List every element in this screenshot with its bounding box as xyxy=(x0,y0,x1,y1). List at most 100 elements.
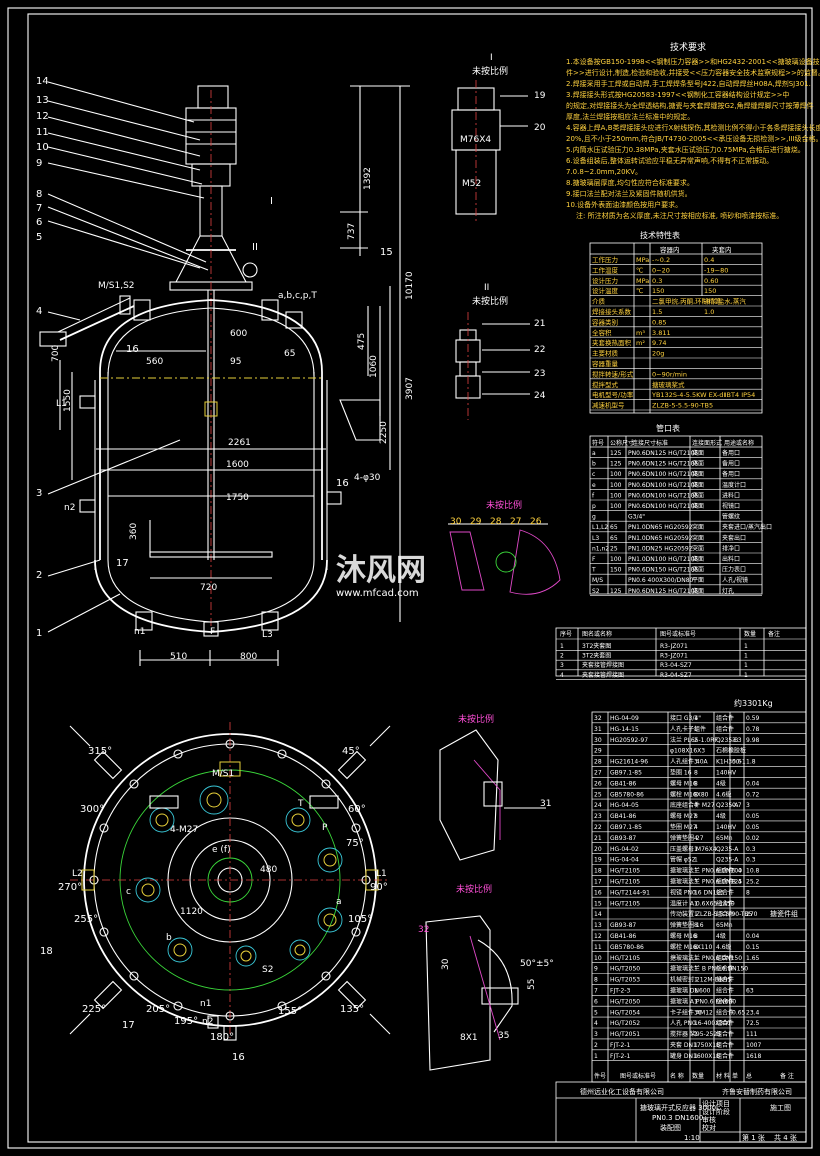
bom-cell: 0.15 xyxy=(746,944,760,951)
bom-cell: 0.3 xyxy=(746,846,756,853)
bom-cell: 8 xyxy=(694,933,698,940)
bom-weight: 约3301Kg xyxy=(734,698,773,708)
bom-cell: HG/T2105 xyxy=(610,879,640,886)
tech-cell: 0~20 xyxy=(652,266,670,274)
detail-title: II xyxy=(484,283,489,293)
elevation-view xyxy=(39,81,410,666)
ref-cell: 4 xyxy=(560,672,564,679)
tech-cell: 150 xyxy=(704,287,716,295)
bom-cell: 0.02 xyxy=(746,835,760,842)
bom-cell: 4级 xyxy=(716,779,726,787)
bom-cell: 1 xyxy=(694,1020,698,1027)
nozzle-cell: 突面 xyxy=(692,449,704,457)
detail-title: I xyxy=(490,53,493,63)
tech-cell: YB132S-4-5.5KW EX-dⅡBT4 IP54 xyxy=(651,391,755,399)
bom-cell: GB41-86 xyxy=(610,933,636,940)
bom-cell: 人孔组件 40A xyxy=(670,758,709,766)
bom-cell: 组合件 xyxy=(716,714,734,722)
nozzle-label: a,b,c,p,T xyxy=(278,291,317,301)
nozzle-cell: c xyxy=(592,471,595,478)
nozzle-cell: n1,n2 xyxy=(592,545,609,552)
bom-cell: 组合件 xyxy=(716,997,734,1005)
ref-cell: 1 xyxy=(744,672,748,679)
nozzle-cell: 备用口 xyxy=(722,460,740,468)
bom-cell: 组合件 xyxy=(716,725,734,733)
nozzle-cell: PN0.6DN150 HG/T2105 xyxy=(628,567,698,574)
dim: 1600 xyxy=(226,460,249,470)
bom-cell: 机械密封 212M-DN95 xyxy=(670,976,732,984)
nozzle-cell: 突面 xyxy=(692,534,704,542)
nozzle-cell: 100 xyxy=(610,503,622,510)
bom-cell: 弹簧垫圈 16 xyxy=(670,921,704,929)
company-right: 齐鲁安替制药有限公司 xyxy=(722,1087,792,1096)
tech-cell: 工作温度 xyxy=(592,265,619,274)
part-label: 1 xyxy=(36,628,42,639)
bom-cell: 罐身 DN1600X16 xyxy=(670,1052,720,1060)
tech-cell: ZLZB-5-5.5-90-TB5 xyxy=(652,402,713,410)
bom-cell: 1 xyxy=(694,966,698,973)
dim: 360 xyxy=(129,523,139,540)
nozzle-cell: PN1.0DN65 HG20592 xyxy=(628,524,693,531)
tech-chars-table: 技术特性表 容器内 夹套内 xyxy=(640,230,732,254)
bom-cell: 搪玻璃法兰 PN0.6 DN150 xyxy=(670,954,742,962)
bom-cell: 8 xyxy=(594,977,598,984)
bom-cell: 14 xyxy=(594,911,602,918)
ref-cell: R3-JZ071 xyxy=(660,643,688,650)
bom-cell: 140HV xyxy=(716,824,737,831)
tech-cell: 电机型号/功率 xyxy=(592,390,634,399)
title-row: 审核 xyxy=(702,1115,716,1124)
detail-note: 未按比例 xyxy=(486,499,522,511)
bom-cell: 1 xyxy=(594,1053,598,1060)
part-label: 12 xyxy=(36,111,49,122)
part-label: 3 xyxy=(36,488,42,499)
drawing-type: 装配图 xyxy=(660,1123,681,1132)
plan-view xyxy=(69,722,391,1041)
bom-cell: 26 xyxy=(594,780,602,787)
nozzle-cell: g xyxy=(592,514,596,521)
plan-angle-labels: 315° 45° 300° 60° 75° 270° 90° 255° 105°… xyxy=(58,746,388,1043)
bom-cell: 1 xyxy=(694,911,698,918)
bom-cell: 65Mn xyxy=(716,922,733,929)
bom-cell: 1 xyxy=(694,846,698,853)
bom-cell: 16 xyxy=(594,889,602,896)
bom-cell: 1 xyxy=(694,715,698,722)
plan-labels: M/S1 4-M27 T P e (f) L2 L1 c a b S2 n1 n… xyxy=(40,769,387,1063)
nozzle-cell: 备用口 xyxy=(722,470,740,478)
bom-cell: 10.8 xyxy=(746,868,760,875)
table-title: 技术特性表 xyxy=(640,230,680,240)
part-label: 8 xyxy=(36,189,42,200)
title-row: 校对 xyxy=(702,1123,716,1132)
tech-cell: 0.60 xyxy=(704,277,718,285)
bom-cell: GB93-87 xyxy=(610,922,636,929)
nozzle-label: F xyxy=(210,627,215,637)
tech-cell: 设计压力 xyxy=(592,276,618,285)
part-label: 10 xyxy=(36,142,49,153)
watermark: 沐风网 www.mfcad.com xyxy=(336,553,426,599)
table-header: 连接尺寸标准 xyxy=(632,439,668,447)
nozzle-cell: 突面 xyxy=(692,587,704,595)
bom-cell: 18 xyxy=(594,868,602,875)
bom-cell: 4级 xyxy=(716,932,726,940)
bom-cell: 4 xyxy=(694,835,698,842)
plan-dim: 1120 xyxy=(180,907,203,917)
sheet-total: 共 4 张 xyxy=(774,1133,797,1142)
part-label: 4 xyxy=(36,306,42,317)
nozzle-table-headers: 符号 公称尺寸 连接尺寸标准 连接面形式 用途或名称 xyxy=(592,439,754,447)
bom-cell: 卡子组件 AM12 xyxy=(670,1008,713,1016)
tech-req-line: 20%,且不小于250mm,符合JB/T4730-2005<<承压设备无损检测>… xyxy=(566,134,820,143)
nozzle-cell: 150 xyxy=(610,567,622,574)
dim: 95 xyxy=(230,357,241,367)
angle-label: 300° xyxy=(80,804,104,815)
bom-cell: 0.59 xyxy=(746,715,760,722)
tech-cell: m² xyxy=(636,339,645,347)
tech-req-line: 6.设备组装后,整体运转试验应平稳无异常声响,不得有不正常振动。 xyxy=(566,156,773,165)
bom-cell: GB93-87 xyxy=(610,835,636,842)
detail-dim: M52 xyxy=(462,179,481,189)
bom-cell: 视镜 PN0.6 DN125 xyxy=(670,888,724,896)
ref-cell: 1 xyxy=(744,653,748,660)
bom-cell: 1618 xyxy=(746,1053,761,1060)
tech-cell: ℃ xyxy=(636,266,643,274)
bom-cell: HG/T2052 xyxy=(610,1020,640,1027)
nozzle-cell: 125 xyxy=(610,461,622,468)
